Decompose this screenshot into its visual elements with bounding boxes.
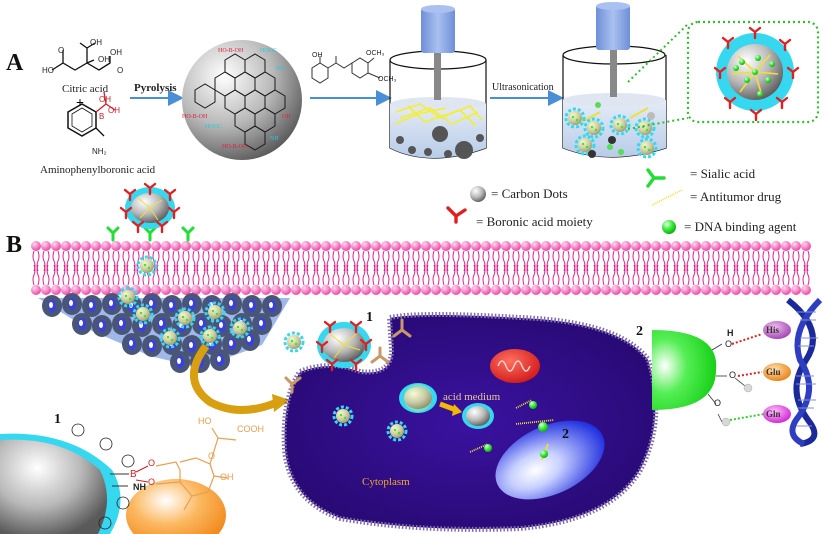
svg-text:NH: NH — [276, 66, 285, 72]
residue-gln: Gln — [766, 409, 781, 419]
carbon-dot-icon — [470, 186, 486, 202]
apba-oh-2: OH — [108, 106, 120, 115]
citric-acid-label: Citric acid — [62, 83, 109, 95]
free-carbon-dot — [283, 331, 305, 353]
residue-glu: Glu — [766, 367, 781, 377]
citric-ho-left: HO — [42, 66, 54, 75]
legend-antitumor-drug: = Antitumor drug — [690, 189, 782, 204]
endocytosis-arrow — [189, 343, 290, 414]
chalcone-oh: OH — [312, 52, 323, 59]
plus-sign: + — [76, 96, 84, 111]
apba-b: B — [99, 112, 105, 121]
svg-text:OH: OH — [282, 114, 291, 120]
sialic-acid-icon — [646, 168, 666, 188]
inset-2-o-3: O — [714, 398, 722, 408]
boronic-acid-icon — [446, 206, 467, 224]
inset-1-oh: OH — [220, 472, 234, 482]
cytoplasm-label: Cytoplasm — [362, 476, 410, 488]
aminophenylboronic-acid-structure — [67, 91, 116, 137]
citric-o-right: O — [117, 66, 124, 75]
inset-1-nh: NH — [133, 482, 146, 492]
apba-label: Aminophenylboronic acid — [40, 164, 156, 176]
antitumor-drug-icon — [651, 189, 683, 206]
legend-boronic-acid: = Boronic acid moiety — [476, 214, 593, 229]
dna-helix — [786, 297, 823, 447]
svg-text:HO-B-OH: HO-B-OH — [218, 48, 244, 54]
inset-2-o-1: O — [725, 339, 733, 349]
ultrasonication-label: Ultrasonication — [492, 82, 554, 93]
svg-text:NH: NH — [270, 136, 279, 142]
inset-2-label: 2 — [636, 324, 643, 339]
svg-text:HO-B-OH: HO-B-OH — [182, 114, 208, 120]
panel-label-a: A — [6, 50, 24, 76]
citric-oh-right: OH — [110, 48, 122, 57]
inset-1-ho: HO — [198, 416, 212, 426]
citric-acid-structure — [51, 42, 111, 71]
acid-medium-label: acid medium — [443, 391, 501, 403]
panel-label-b: B — [6, 232, 23, 258]
apba-nh2: NH₂ — [92, 147, 107, 156]
marker-2: 2 — [562, 427, 569, 442]
inset-1-o-top: O — [148, 458, 156, 468]
pyrolysis-label: Pyrolysis — [134, 82, 177, 94]
inset-1-o-bottom: O — [148, 477, 156, 487]
legend-carbon-dots: = Carbon Dots — [491, 186, 568, 201]
marker-1: 1 — [366, 310, 373, 325]
inset-boronate-binding — [0, 423, 237, 534]
zoom-inset — [627, 20, 820, 130]
dna-binding-agent-icon — [662, 220, 676, 234]
sialic-acid-receptors — [106, 226, 195, 242]
apba-oh-1: OH — [99, 95, 111, 104]
legend-dna-binding-agent: = DNA binding agent — [684, 219, 797, 234]
targeted-carbon-dot — [119, 182, 181, 234]
svg-text:HO-B-OH: HO-B-OH — [222, 144, 248, 150]
inset-dna-binding — [652, 297, 823, 447]
beaker-1 — [389, 5, 487, 159]
inset-2-o-2: O — [729, 370, 737, 380]
chalcone-och3-2: OCH₃ — [378, 76, 397, 83]
inset-1-b: B — [130, 469, 137, 480]
chalcone-structure — [311, 56, 381, 84]
chalcone-och3-1: OCH₃ — [366, 50, 385, 57]
carbon-dot-structure: HO-B-OH HO-B-OH HO-B-OH OH HOOC HOOC NH … — [182, 40, 302, 160]
residue-his: His — [766, 325, 780, 335]
beaker-2 — [562, 2, 667, 159]
inset-1-label: 1 — [54, 412, 61, 427]
citric-o-left: O — [58, 46, 65, 55]
inset-1-cooh: COOH — [237, 424, 264, 434]
docking-carbon-dot — [315, 320, 373, 372]
cancer-cell — [281, 312, 659, 532]
inset-2-h: H — [727, 328, 734, 338]
legend-sialic-acid: = Sialic acid — [690, 166, 756, 181]
svg-text:HOOC: HOOC — [260, 48, 277, 54]
citric-oh-top: OH — [90, 38, 102, 47]
citric-oh-center: OH — [98, 55, 110, 64]
inset-1-ring-o: O — [208, 451, 216, 461]
svg-text:HOOC: HOOC — [205, 124, 222, 130]
tumor-tissue — [38, 286, 290, 373]
